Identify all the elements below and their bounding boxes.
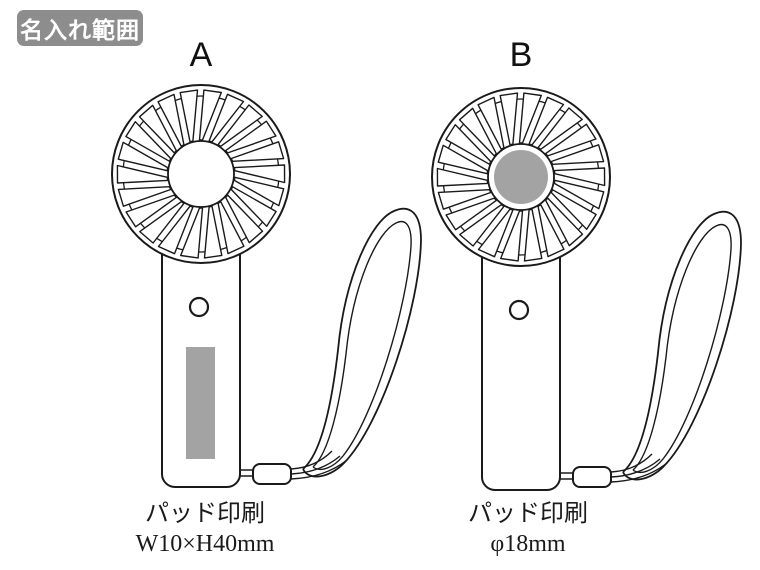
caption-b-method: パッド印刷 — [468, 501, 588, 527]
caption-b: パッド印刷 φ18mm — [428, 499, 628, 559]
caption-a: パッド印刷 W10×H40mm — [105, 499, 305, 559]
print-area-badge: 名入れ範囲 — [17, 10, 143, 46]
fan-a-illustration — [111, 84, 422, 488]
variant-label-b: B — [509, 36, 533, 74]
caption-a-size: W10×H40mm — [135, 531, 275, 557]
caption-b-size: φ18mm — [490, 531, 566, 557]
caption-a-method: パッド印刷 — [145, 501, 265, 527]
variant-label-a: A — [189, 36, 213, 74]
fan-b-illustration — [431, 87, 742, 491]
